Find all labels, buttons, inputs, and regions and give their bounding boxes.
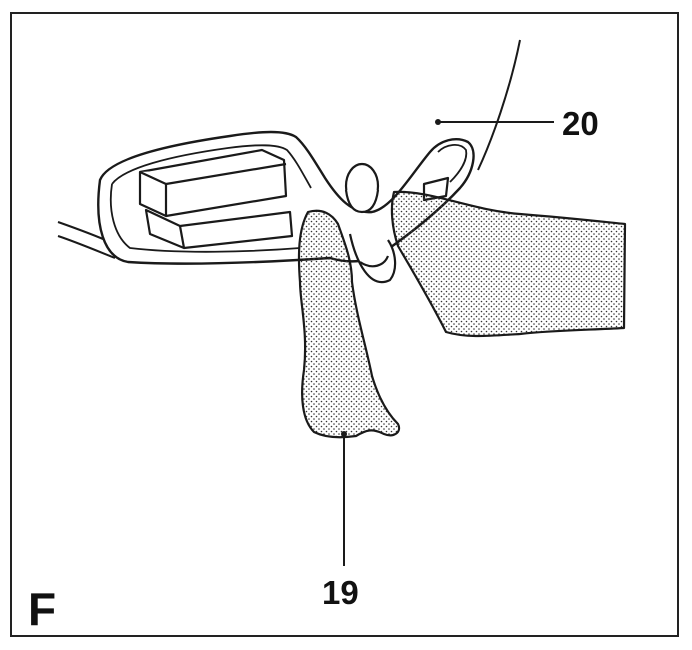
leader-dot-19 [341, 431, 347, 437]
panel-letter: F [28, 583, 57, 635]
leader-lines [343, 39, 554, 566]
center-post [344, 162, 380, 214]
leader-dot-20 [435, 119, 441, 125]
right-fabric-strap [390, 190, 627, 338]
leader-dots [341, 119, 441, 437]
buckle-inner-rim [109, 144, 468, 253]
callout-label-19: 19 [322, 574, 359, 611]
callout-label-20: 20 [562, 105, 599, 142]
slider-block [138, 148, 294, 250]
hanging-fabric-strap [297, 209, 401, 439]
strap-edge-line [477, 39, 521, 171]
